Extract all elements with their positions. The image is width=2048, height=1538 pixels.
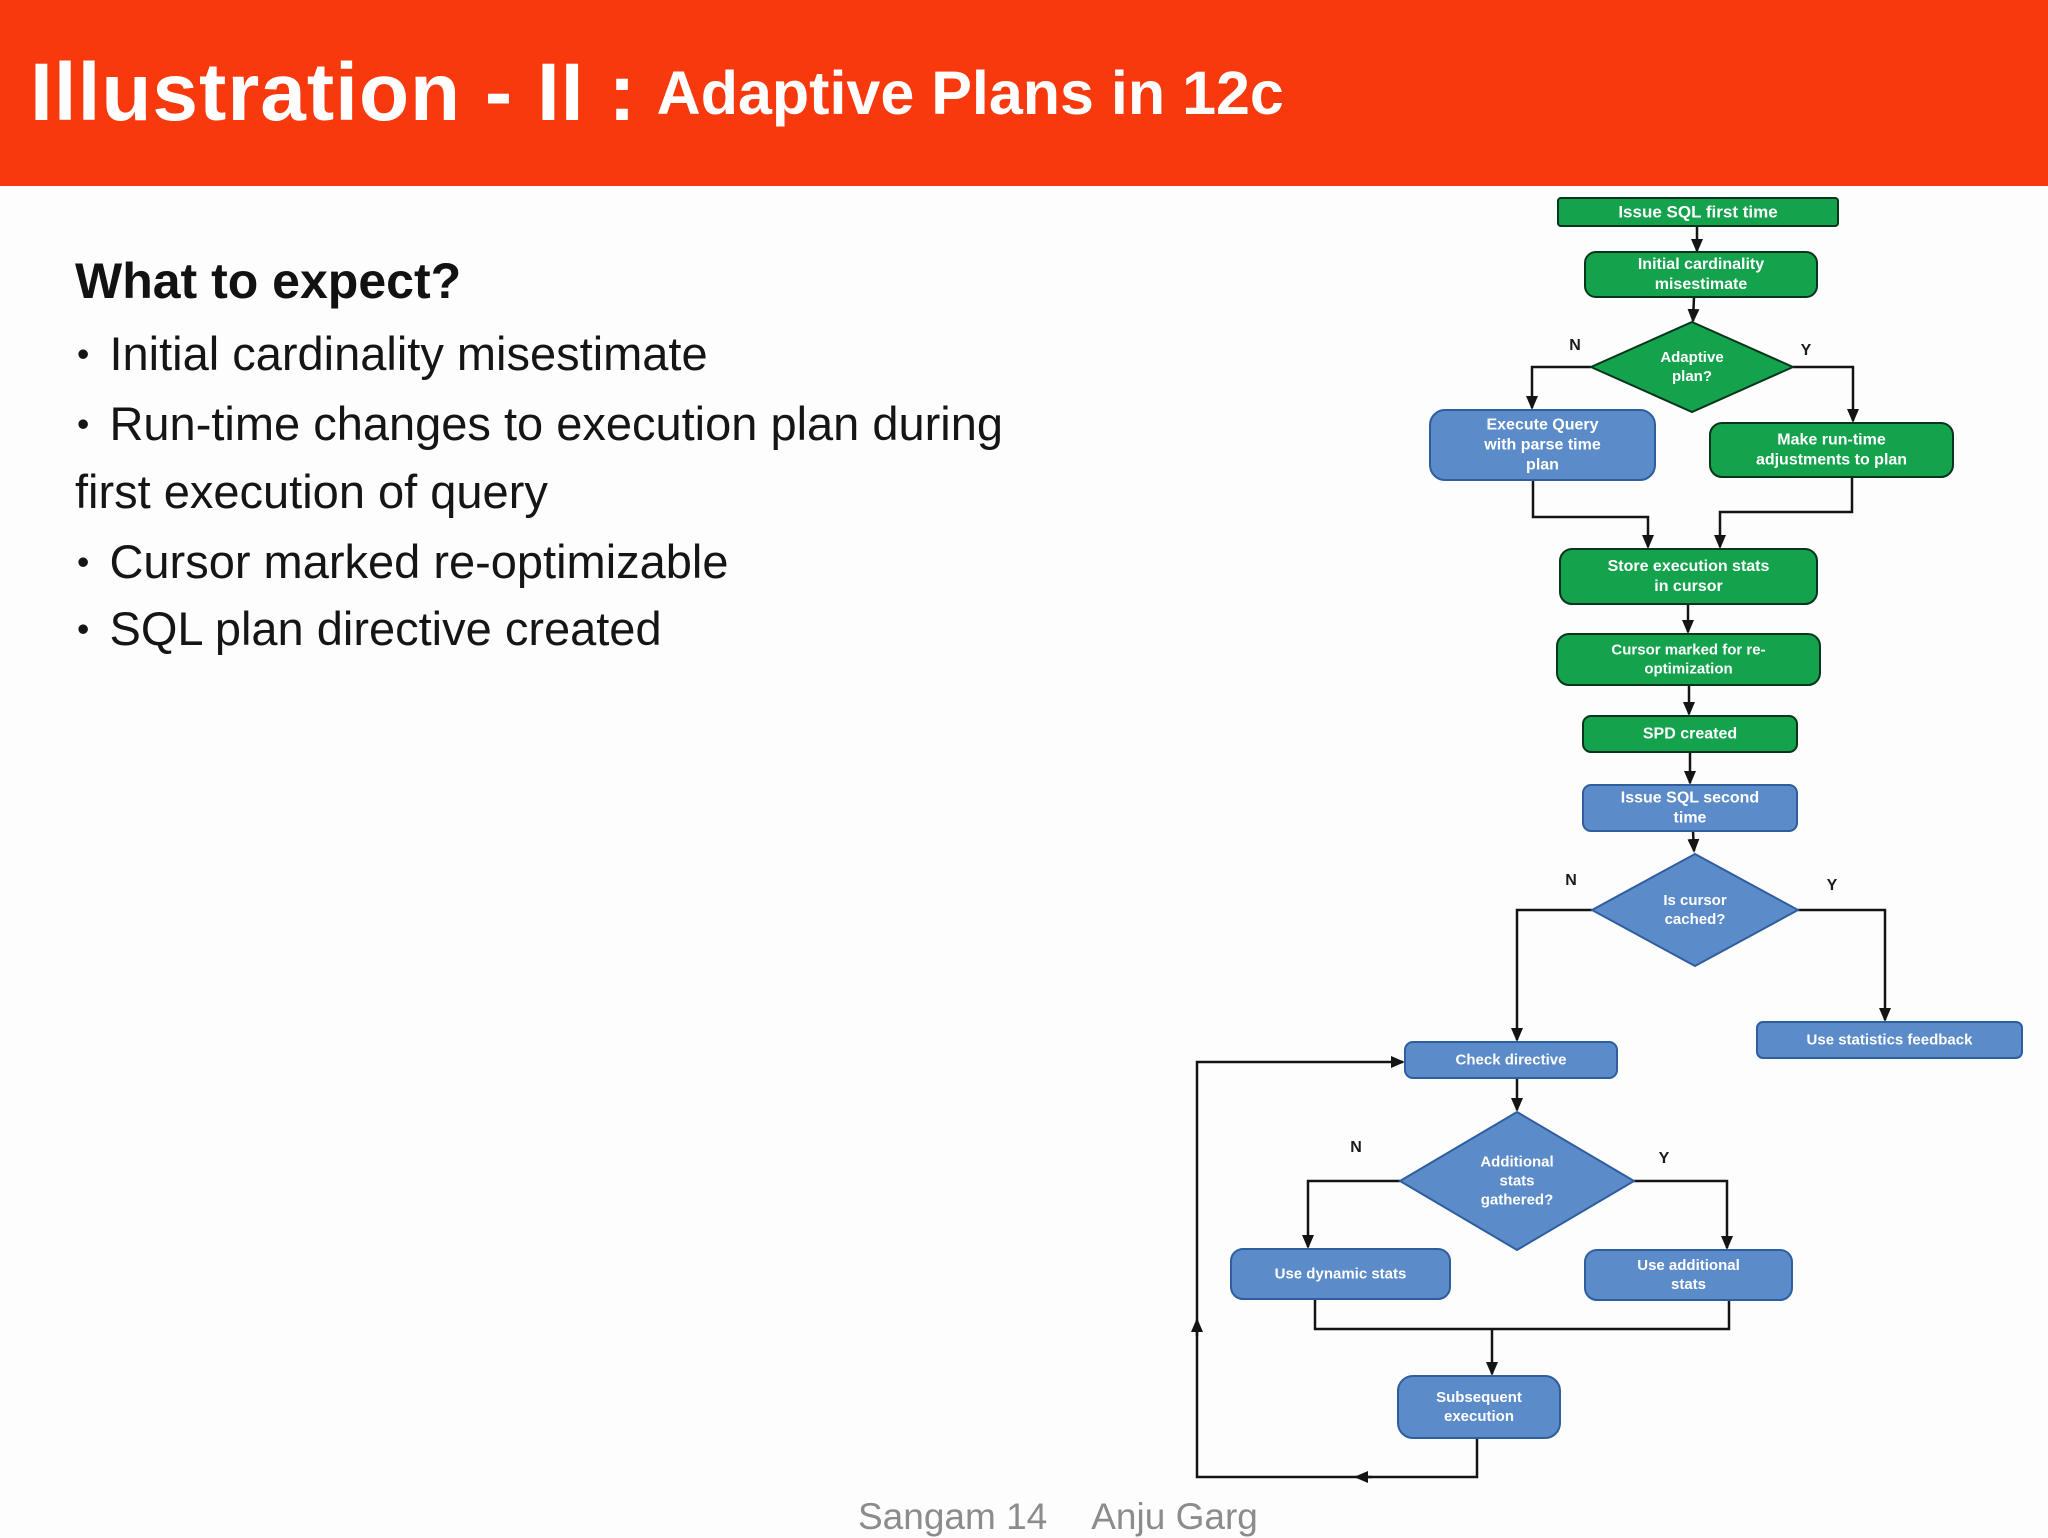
- decision-label-n: N: [1569, 337, 1581, 354]
- flow-connector: [1313, 1299, 1731, 1331]
- flow-connector: [1511, 908, 1592, 1042]
- bullet-item: •Initial cardinality misestimate: [77, 327, 708, 380]
- flow-connector: [1793, 365, 1859, 423]
- node-shape-additional-stats-gathered: [1398, 1110, 1636, 1252]
- decision-label-y: Y: [1801, 342, 1812, 359]
- node-label-check-directive: Check directive: [1456, 1052, 1567, 1069]
- bullet-item: •Cursor marked re-optimizable: [77, 535, 729, 588]
- node-shape-use-additional-stats: [1584, 1249, 1793, 1301]
- node-shape-issue-sql-second-time: [1582, 784, 1798, 832]
- node-label-use-statistics-feedback: Use statistics feedback: [1807, 1032, 1974, 1049]
- node-shape-execute-query-parse-time-plan: [1429, 409, 1656, 481]
- decision-label-n: N: [1565, 872, 1577, 889]
- flow-connector: [1634, 1179, 1733, 1250]
- node-label-spd-created: SPD created: [1643, 726, 1737, 743]
- flow-connector: [1687, 830, 1700, 853]
- bullet-item: •SQL plan directive created: [77, 602, 662, 655]
- node-issue-sql-first-time: Issue SQL first time: [1557, 197, 1839, 227]
- decision-label-y: Y: [1827, 877, 1838, 894]
- content-heading: What to expect?: [75, 253, 462, 309]
- slide-subtitle: Adaptive Plans in 12c: [656, 59, 1284, 127]
- bullet-glyph: •: [77, 541, 90, 582]
- bullet-item: •Run-time changes to execution plan duri…: [77, 397, 1004, 450]
- flow-connector: [1195, 1056, 1479, 1479]
- flow-connector: [1531, 480, 1654, 549]
- node-label-cursor-marked-reoptimization: Cursor marked for re-optimization: [1611, 642, 1765, 678]
- footer-event: Sangam 14: [858, 1496, 1048, 1537]
- node-shape-use-dynamic-stats: [1230, 1248, 1451, 1300]
- flow-connector: [1687, 296, 1700, 323]
- footer-author: Anju Garg: [1091, 1496, 1258, 1537]
- node-shape-subsequent-execution: [1397, 1375, 1561, 1439]
- node-shape-store-execution-stats: [1559, 548, 1818, 605]
- flow-connector: [1714, 477, 1854, 549]
- node-shape-initial-cardinality-misestimate: [1584, 251, 1818, 298]
- node-shape-make-run-time-adjustments: [1709, 422, 1954, 478]
- decision-label-y: Y: [1659, 1150, 1670, 1167]
- bullet-glyph: •: [77, 333, 90, 374]
- node-shape-issue-sql-first-time: [1557, 197, 1839, 227]
- slide-footer: Sangam 14 Anju Garg: [858, 1496, 1258, 1538]
- slide-title-bar: Illustration - II : Adaptive Plans in 12…: [0, 0, 2048, 186]
- node-shape-use-statistics-feedback: [1756, 1021, 2023, 1059]
- node-shape-check-directive: [1404, 1041, 1618, 1079]
- node-shape-is-cursor-cached-decision: [1589, 852, 1801, 968]
- slide-title: Illustration - II :: [30, 47, 637, 138]
- node-shape-adaptive-plan-decision: [1588, 320, 1796, 414]
- node-shape-spd-created: [1582, 715, 1798, 753]
- node-use-statistics-feedback: Use statistics feedback: [1756, 1021, 2023, 1059]
- node-check-directive: Check directive: [1404, 1041, 1618, 1079]
- decision-label-n: N: [1350, 1139, 1362, 1156]
- node-label-use-dynamic-stats: Use dynamic stats: [1275, 1266, 1407, 1283]
- flow-connector: [1526, 365, 1591, 410]
- node-spd-created: SPD created: [1582, 715, 1798, 753]
- bullet-glyph: •: [77, 403, 90, 444]
- bullet-glyph: •: [77, 608, 90, 649]
- flow-connector: [1302, 1179, 1400, 1249]
- node-cursor-marked-reoptimization: Cursor marked for re-optimization: [1556, 633, 1821, 686]
- node-shape-cursor-marked-reoptimization: [1556, 633, 1821, 686]
- flow-connector: [1798, 908, 1891, 1022]
- node-use-dynamic-stats: Use dynamic stats: [1230, 1248, 1451, 1300]
- node-label-issue-sql-first-time: Issue SQL first time: [1618, 203, 1777, 222]
- bullet-item-continuation: first execution of query: [75, 465, 548, 518]
